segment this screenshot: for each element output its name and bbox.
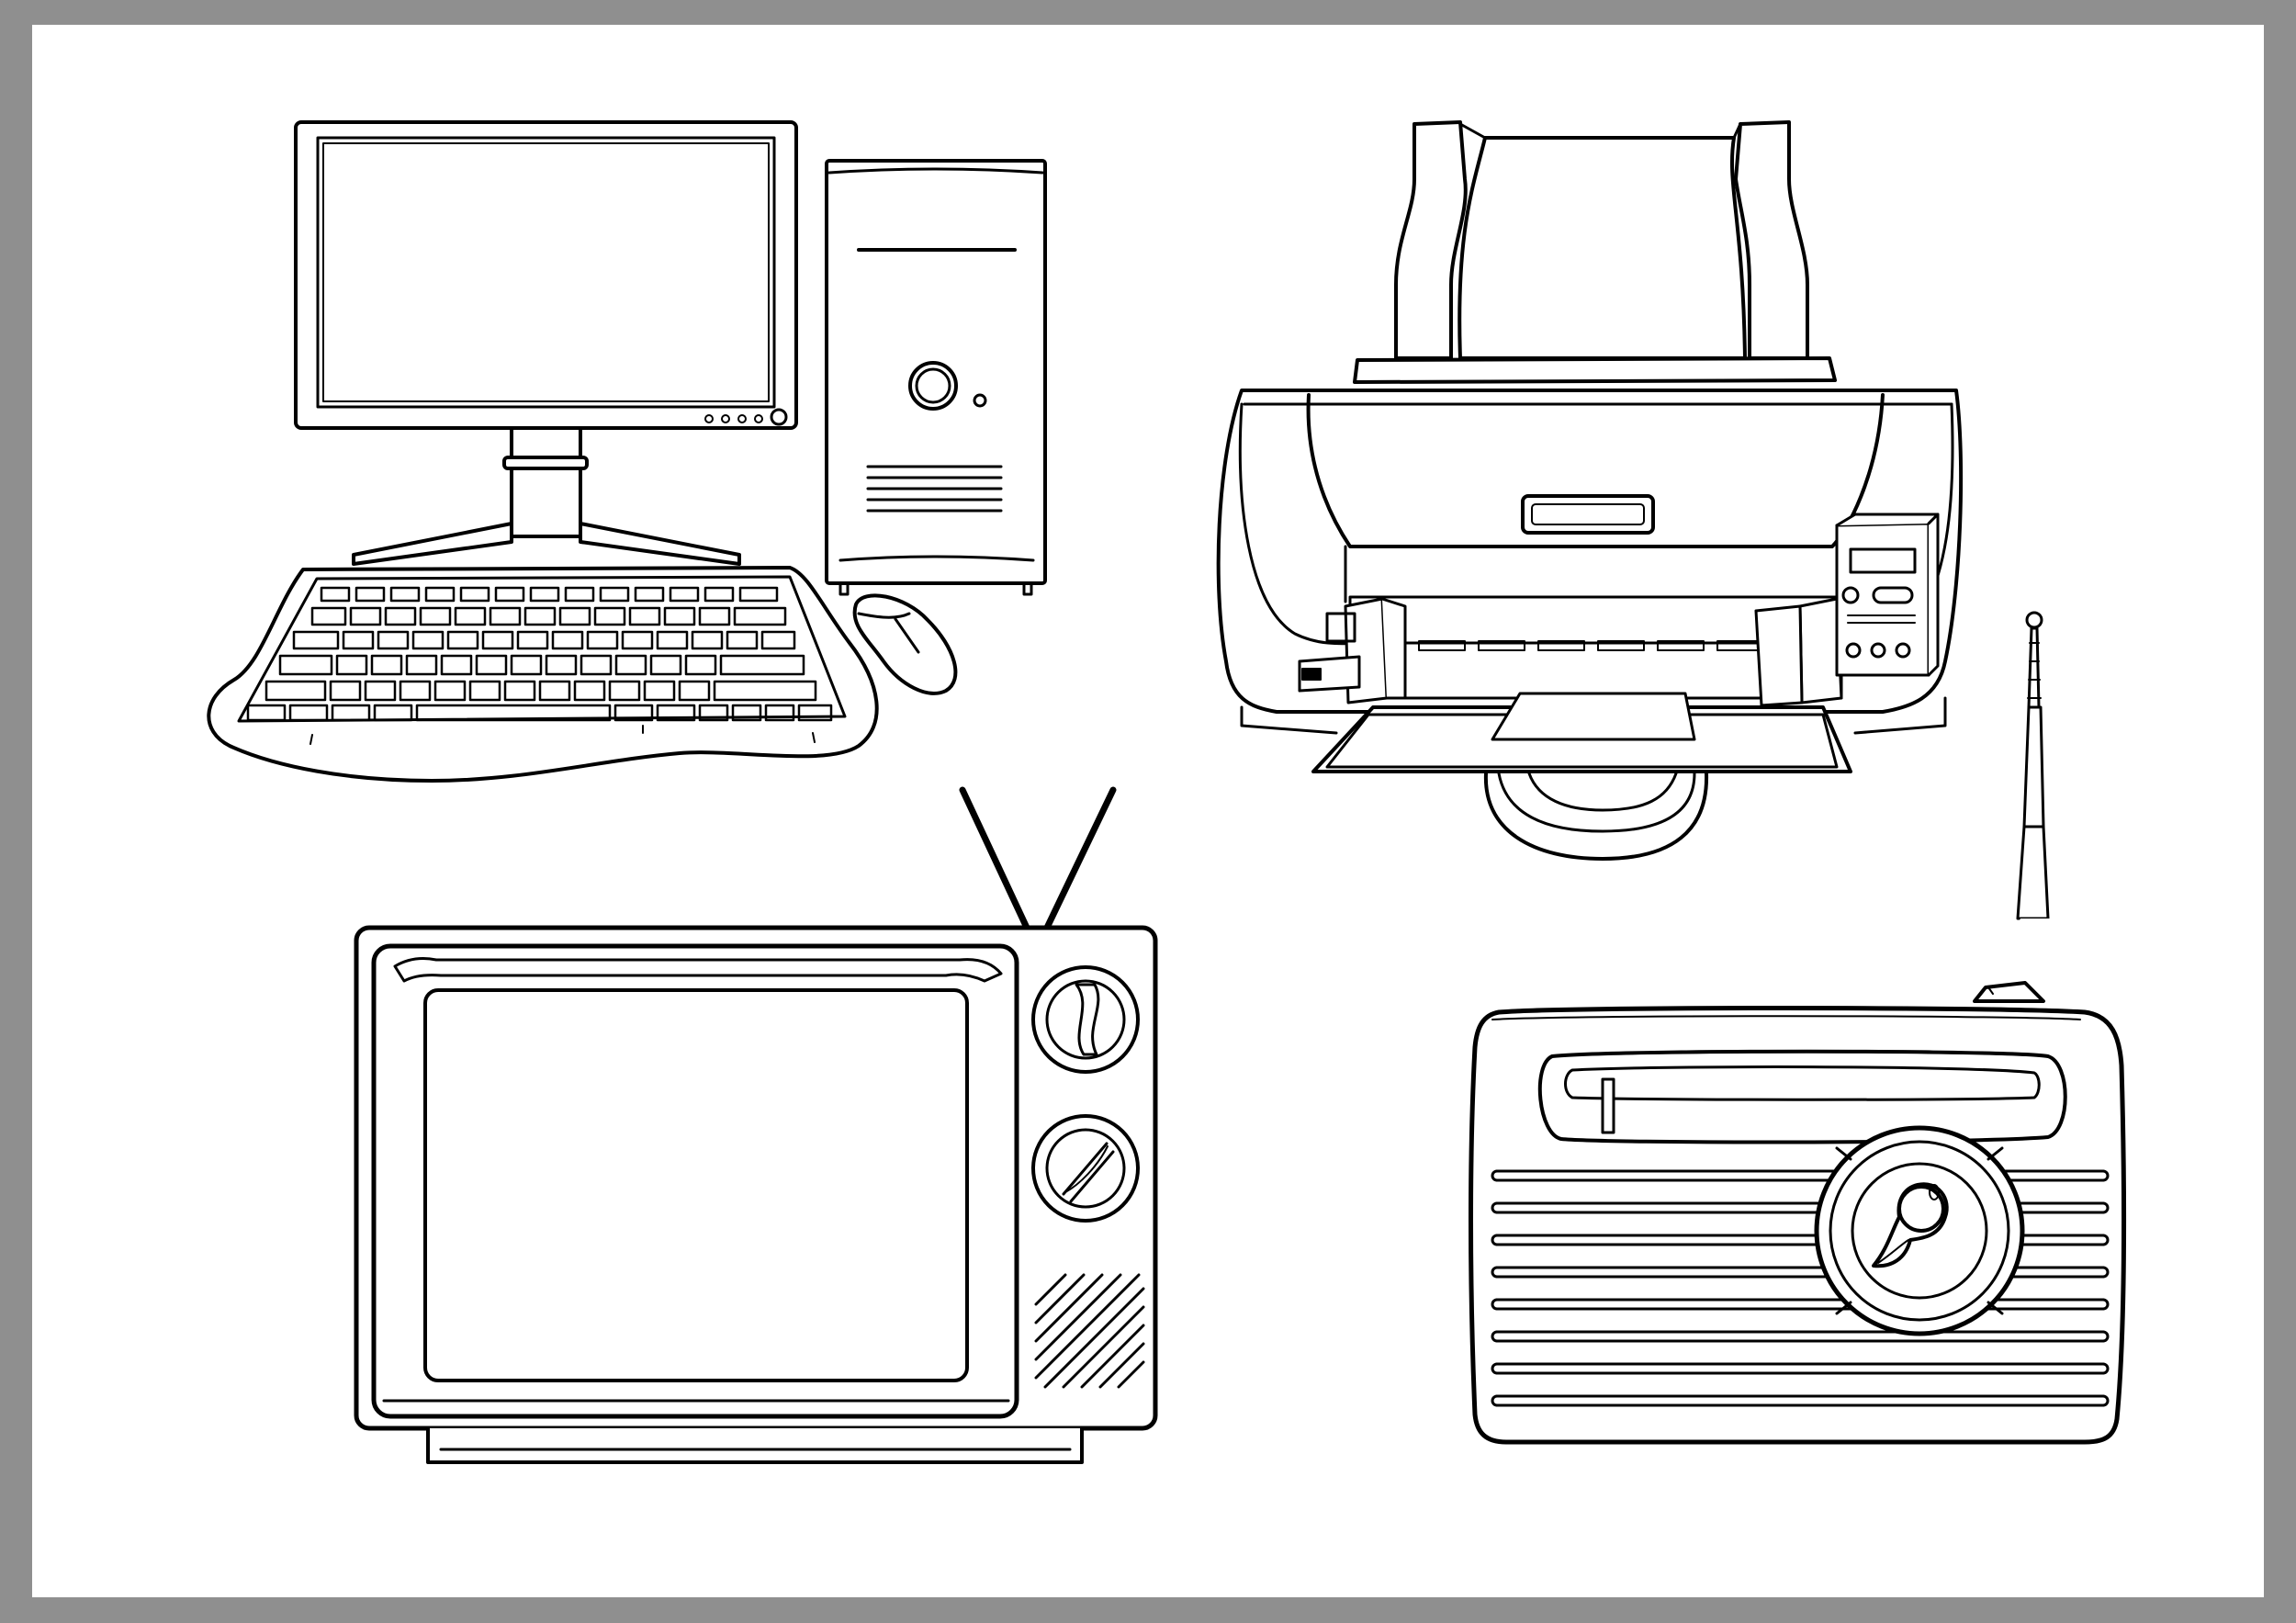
- radio-icon: [1471, 613, 2124, 1442]
- keyboard-icon: [208, 568, 876, 781]
- mouse-icon: [855, 595, 956, 693]
- desktop-computer-icon: [208, 122, 1045, 781]
- speaker-grille: [1036, 1275, 1143, 1387]
- computer-tower-icon: [827, 161, 1045, 594]
- television-icon: [356, 790, 1155, 1462]
- monitor-icon: [296, 122, 796, 564]
- radio-grille: [1492, 1171, 2108, 1405]
- printer-icon: [1219, 122, 1961, 859]
